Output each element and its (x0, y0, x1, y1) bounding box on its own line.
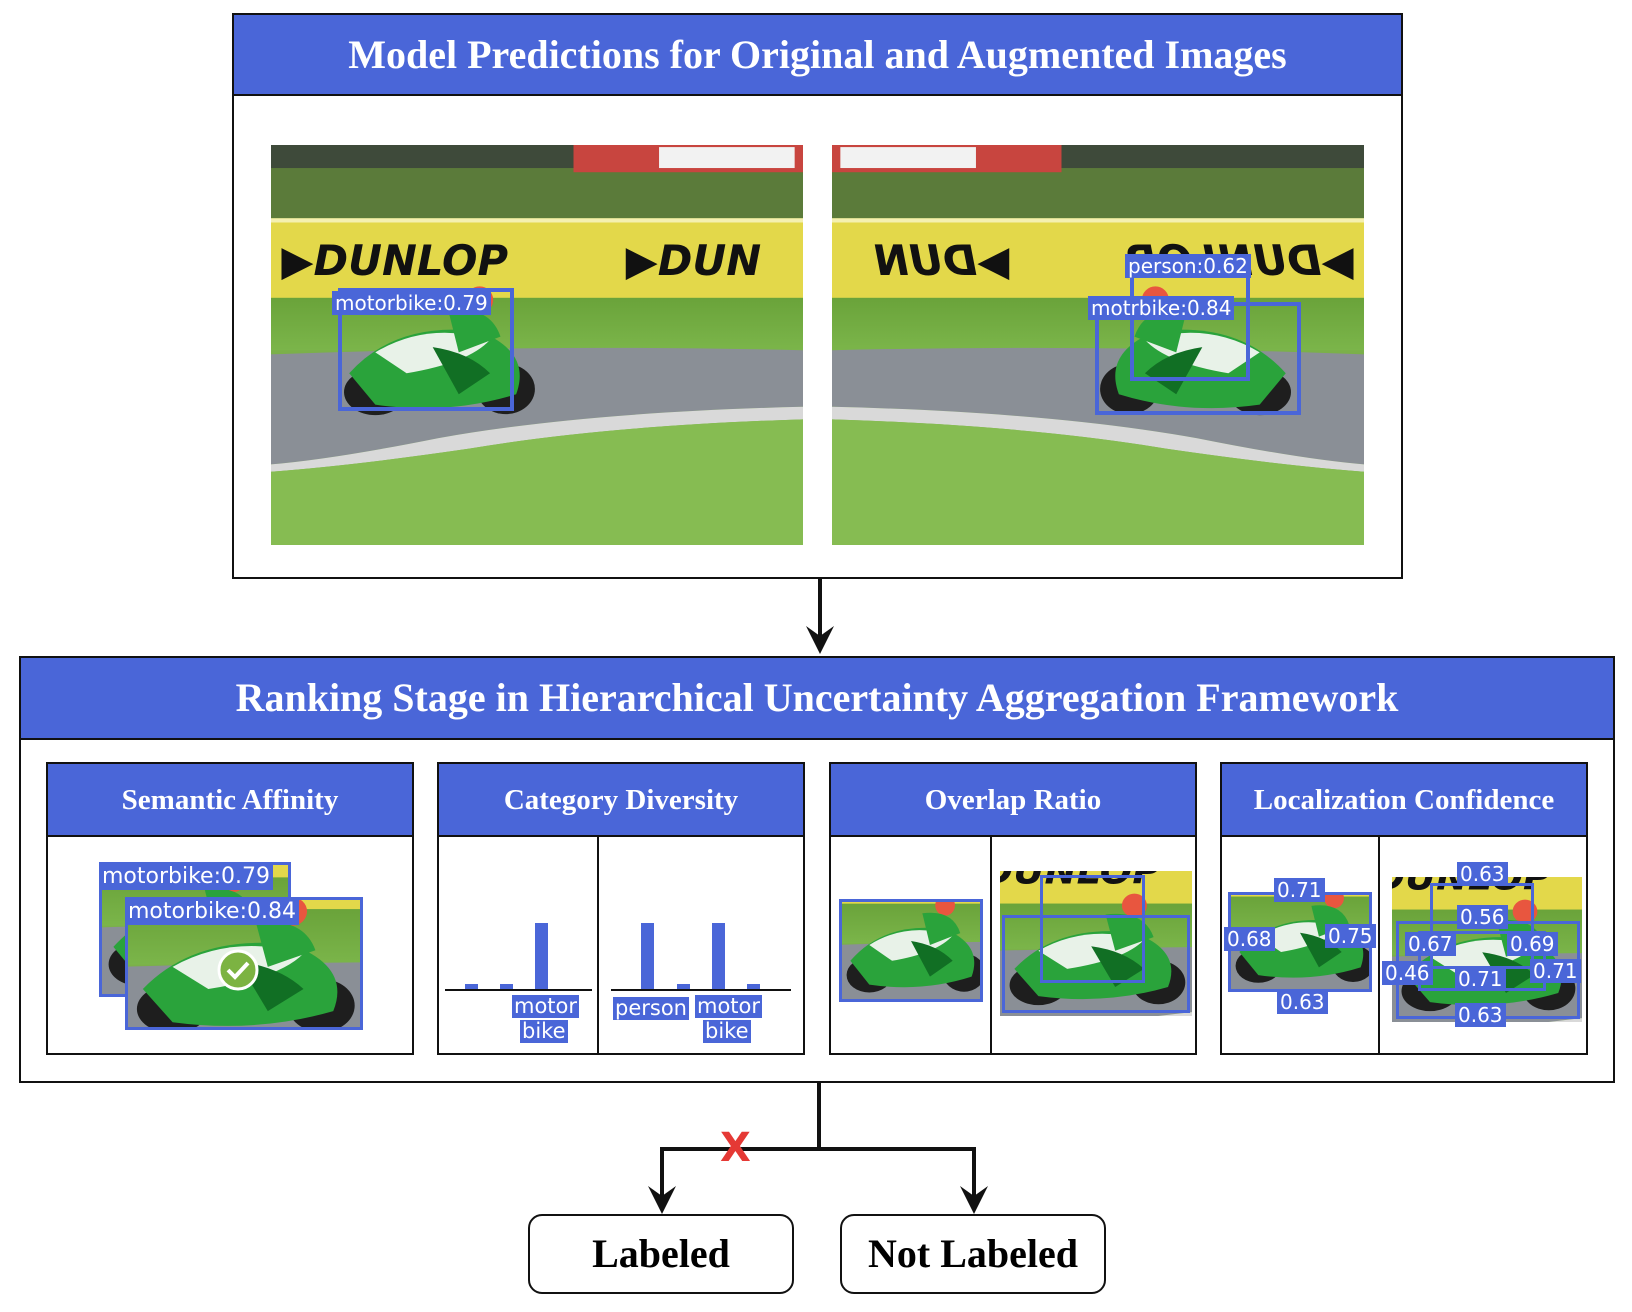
loc-b-l1: 0.67 (1405, 932, 1456, 956)
original-image: motorbike:0.79 (271, 145, 803, 545)
category-bar-right-0 (641, 923, 654, 989)
localization-divider (1378, 837, 1380, 1053)
localization-confidence-panel: Localization Confidence 0.71 0.68 0.75 0… (1182, 762, 1588, 1079)
semantic-affinity-title: Semantic Affinity (48, 764, 412, 837)
category-label-left-1: motor (512, 994, 580, 1018)
category-baseline-right (611, 989, 791, 991)
loc-b-c2: 0.71 (1455, 967, 1506, 991)
affinity-crop-a: motorbike:0.79 (99, 862, 291, 997)
predictions-panel-title: Model Predictions for Original and Augme… (234, 15, 1401, 96)
overlap-crop-b (1000, 871, 1192, 1016)
decision-branch (648, 1082, 988, 1214)
category-diversity-title: Category Diversity (439, 764, 803, 837)
overlap-divider (990, 837, 992, 1053)
loc-b-r1: 0.69 (1507, 932, 1558, 956)
category-bar-right-2 (712, 923, 725, 989)
loc-b-mid-top: 0.56 (1457, 905, 1508, 929)
loc-b-bottom: 0.63 (1455, 1003, 1506, 1027)
overlap-ratio-title: Overlap Ratio (831, 764, 1195, 837)
augmented-image: person:0.62 mot​rbike:0.84 (832, 145, 1364, 545)
overlap-crop-a (839, 899, 983, 1002)
affinity-label-b: motorbike:0.84 (125, 899, 299, 925)
not-labeled-box: Not Labeled (840, 1214, 1106, 1294)
overlap-bbox-inner (1040, 875, 1145, 983)
affinity-label-a: motorbike:0.79 (99, 864, 273, 890)
labeled-box: Labeled (528, 1214, 794, 1294)
loc-b-l2: 0.46 (1382, 961, 1433, 985)
overlap-bbox-a (839, 899, 983, 1002)
category-divider (597, 837, 599, 1053)
category-diversity-panel: Category Diversity motor bike person mot… (437, 762, 805, 1055)
category-bar-right-3 (747, 983, 760, 989)
motorbike-label-augmented: mot​rbike:0.84 (1088, 296, 1235, 320)
loc-a-top: 0.71 (1274, 878, 1325, 902)
person-label: person:0.62 (1125, 254, 1251, 278)
down-arrow (806, 578, 834, 654)
motorbike-bbox (338, 288, 514, 411)
category-bar-left-0 (465, 983, 478, 989)
category-label-right-2: bike (703, 1019, 751, 1043)
loc-a-right: 0.75 (1325, 924, 1376, 948)
reject-mark: X (720, 1125, 751, 1171)
overlap-bbox-outer (1002, 915, 1190, 1013)
affinity-crop-b: motorbike:0.84 (125, 897, 363, 1030)
category-label-right-1: motor (695, 994, 763, 1018)
localization-confidence-title: Localization Confidence (1222, 764, 1586, 837)
category-baseline-left (445, 989, 592, 991)
overlap-ratio-panel: Overlap Ratio (829, 762, 1197, 1055)
category-label-left-2: bike (520, 1019, 568, 1043)
category-bar-left-1 (500, 983, 513, 989)
loc-a-bottom: 0.63 (1277, 990, 1328, 1014)
affinity-bbox-b (125, 897, 363, 1030)
loc-b-r2: 0.71 (1530, 959, 1581, 983)
check-icon (217, 949, 259, 991)
loc-a-left: 0.68 (1224, 927, 1275, 951)
semantic-affinity-panel: Semantic Affinity motorbike:0.79 motorbi… (46, 762, 414, 1055)
category-bar-left-2 (535, 923, 548, 989)
category-label-right-person: person (613, 996, 689, 1020)
loc-b-top: 0.63 (1457, 862, 1508, 886)
motorbike-label: motorbike:0.79 (332, 291, 491, 315)
category-bar-right-1 (677, 983, 690, 989)
ranking-panel-title: Ranking Stage in Hierarchical Uncertaint… (21, 658, 1613, 740)
